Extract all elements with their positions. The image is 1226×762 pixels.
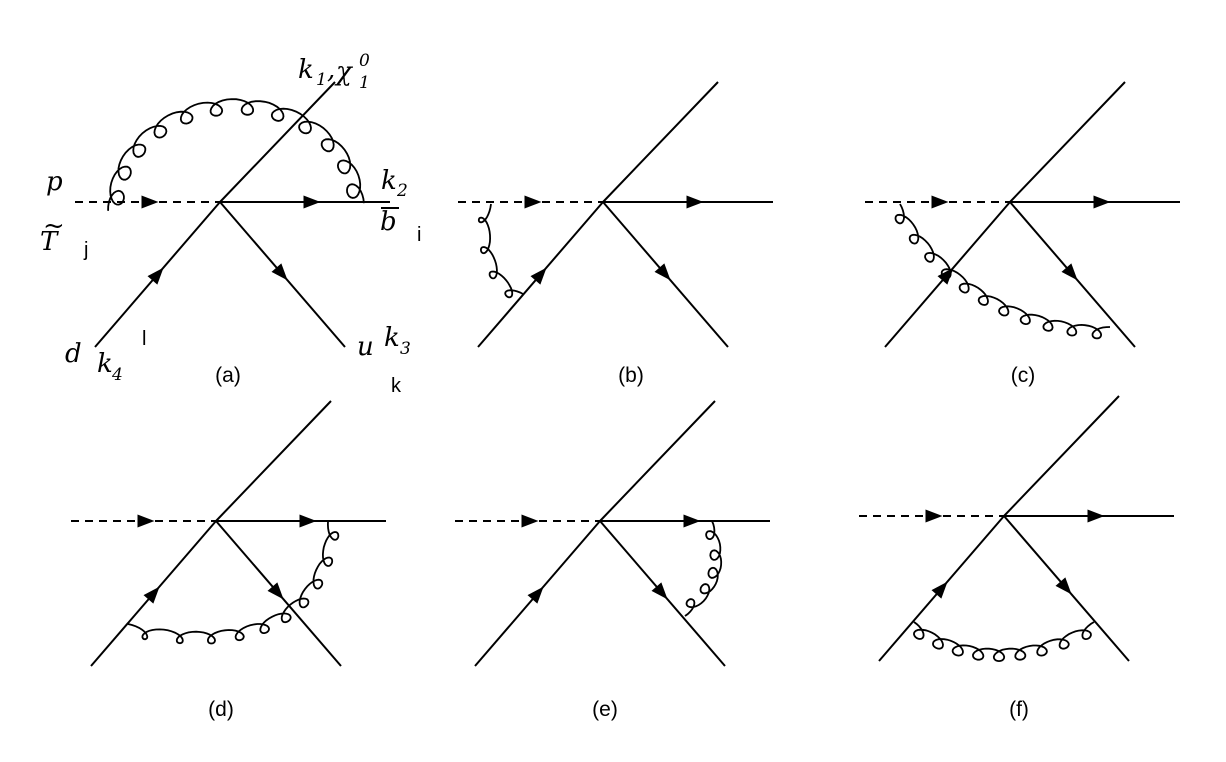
arrow-icon (143, 586, 160, 604)
arrow-icon (1055, 577, 1072, 595)
arrow-icon (1093, 195, 1111, 209)
arrow-icon (654, 263, 671, 281)
panel-a-labels: p T ~ j k 1 , χ 0 1 k 2 b i d k 4 l u k … (40, 51, 421, 397)
panel-caption: (c) (1011, 364, 1036, 387)
panel-caption: (e) (592, 698, 618, 721)
label-k4: k (97, 349, 113, 379)
neutralino-line (215, 400, 332, 522)
arrow-icon (267, 582, 284, 600)
arrow-icon (1087, 509, 1105, 523)
panel-caption: (a) (215, 364, 241, 387)
label-k: k (391, 375, 402, 397)
gluon-line (913, 621, 1095, 663)
gluon-line (107, 98, 365, 211)
diagram-c: (c) (865, 81, 1180, 387)
neutralino-line (219, 81, 336, 203)
diagram-e: (e) (455, 400, 770, 721)
label-l: l (142, 328, 146, 350)
label-i: i (417, 224, 421, 246)
arrow-icon (686, 195, 704, 209)
label-tilde: ~ (43, 211, 65, 241)
arrow-icon (683, 514, 701, 528)
label-k4-sub: 4 (111, 365, 123, 385)
arrow-icon (147, 267, 164, 285)
panel-caption: (b) (618, 364, 644, 387)
arrow-icon (521, 514, 539, 528)
neutralino-line (602, 81, 719, 203)
gluon-line (127, 520, 340, 645)
label-k1: k (298, 55, 314, 85)
label-b: b (380, 207, 397, 237)
arrow-icon (527, 586, 544, 604)
arrow-icon (299, 514, 317, 528)
arrow-icon (925, 509, 943, 523)
neutralino-line (1009, 81, 1126, 203)
label-k2: k (381, 166, 397, 196)
arrow-icon (137, 514, 155, 528)
arrow-icon (530, 267, 547, 285)
label-k1-sub: 1 (316, 70, 327, 90)
arrow-icon (141, 195, 159, 209)
label-chi-sub: 1 (359, 73, 370, 93)
gluon-line (684, 520, 723, 617)
arrow-icon (651, 582, 668, 600)
label-chi-sup: 0 (359, 51, 370, 71)
label-p: p (46, 167, 63, 197)
label-k2-sub: 2 (396, 181, 408, 201)
diagram-f: (f) (859, 395, 1174, 721)
label-u: u (357, 332, 374, 362)
label-k3-sub: 3 (400, 339, 411, 359)
arrow-icon (931, 581, 948, 599)
gluon-line (894, 203, 1111, 340)
diagram-b: (b) (458, 81, 773, 387)
label-comma: , (327, 55, 335, 85)
label-d: d (65, 339, 82, 369)
neutralino-line (1003, 395, 1120, 517)
arrow-icon (524, 195, 542, 209)
label-j: j (83, 239, 88, 261)
panel-caption: (f) (1009, 698, 1029, 721)
arrow-icon (271, 263, 288, 281)
arrow-icon (931, 195, 949, 209)
diagram-d: (d) (71, 400, 386, 721)
diagram-a: (a) (75, 81, 390, 387)
label-k3: k (384, 323, 400, 353)
neutralino-line (599, 400, 716, 522)
label-chi: χ (334, 57, 354, 87)
arrow-icon (303, 195, 321, 209)
gluon-line (477, 203, 524, 299)
label-T: T (40, 227, 59, 257)
arrow-icon (1061, 263, 1078, 281)
panel-caption: (d) (208, 698, 234, 721)
